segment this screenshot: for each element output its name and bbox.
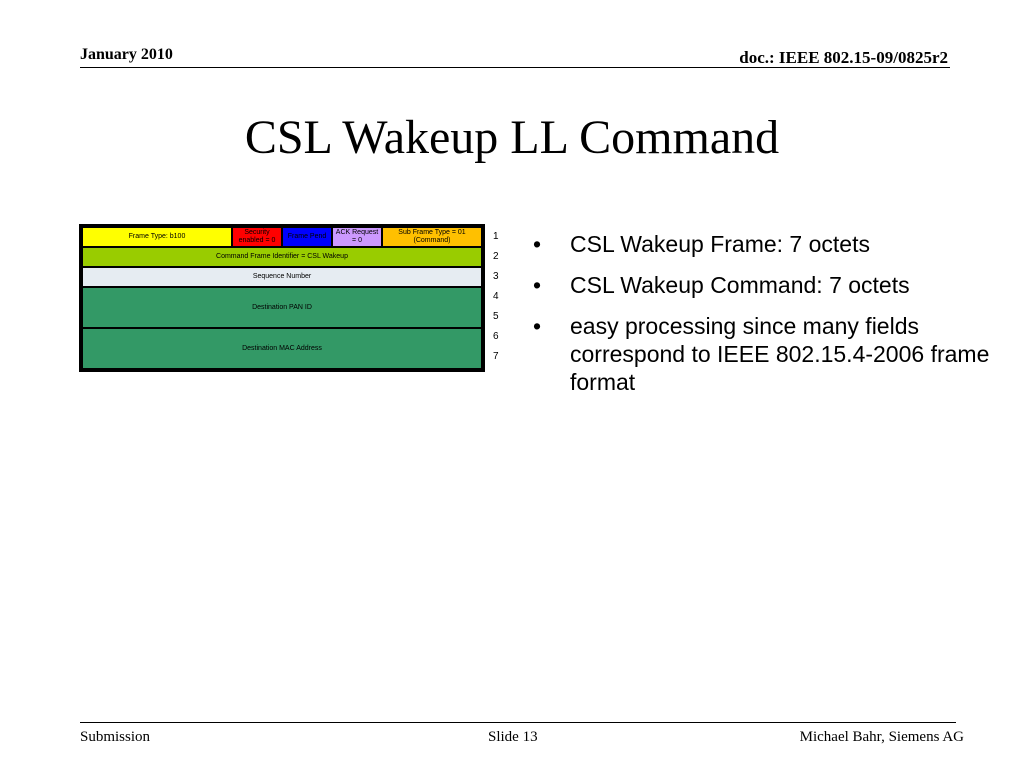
bullet-marker: • bbox=[533, 313, 542, 339]
octet-number: 7 bbox=[493, 351, 499, 362]
bullet-text: CSL Wakeup Command: 7 octets bbox=[570, 272, 910, 298]
destination-pan-id-field: Destination PAN ID bbox=[82, 287, 482, 328]
header-date: January 2010 bbox=[80, 46, 173, 63]
bullet-marker: • bbox=[533, 272, 542, 298]
bullet-item: • CSL Wakeup Command: 7 octets bbox=[533, 271, 1013, 299]
bullet-marker: • bbox=[533, 231, 542, 257]
frame-type-field: Frame Type: b100 bbox=[82, 227, 232, 247]
security-enabled-field: Security enabled = 0 bbox=[232, 227, 282, 247]
header-divider bbox=[80, 67, 950, 68]
frame-format-diagram: Frame Type: b100 Security enabled = 0 Fr… bbox=[79, 224, 485, 372]
sequence-number-field: Sequence Number bbox=[82, 267, 482, 287]
sub-frame-type-field: Sub Frame Type = 01 (Command) bbox=[382, 227, 482, 247]
footer-author: Michael Bahr, Siemens AG bbox=[799, 729, 964, 745]
frame-pending-field: Frame Pend bbox=[282, 227, 332, 247]
ack-request-field: ACK Request = 0 bbox=[332, 227, 382, 247]
octet-number: 4 bbox=[493, 291, 499, 302]
bullet-item: • CSL Wakeup Frame: 7 octets bbox=[533, 230, 1013, 258]
footer-slide-number: Slide 13 bbox=[488, 729, 538, 745]
bullet-item: • easy processing since many fields corr… bbox=[533, 312, 1013, 396]
bullet-text: CSL Wakeup Frame: 7 octets bbox=[570, 231, 870, 257]
octet-number: 3 bbox=[493, 271, 499, 282]
octet-number: 1 bbox=[493, 231, 499, 242]
destination-mac-address-field: Destination MAC Address bbox=[82, 328, 482, 369]
octet-number: 5 bbox=[493, 311, 499, 322]
octet-number: 2 bbox=[493, 251, 499, 262]
command-frame-id-field: Command Frame Identifier = CSL Wakeup bbox=[82, 247, 482, 267]
octet-number: 6 bbox=[493, 331, 499, 342]
slide-title: CSL Wakeup LL Command bbox=[244, 111, 780, 164]
footer-divider bbox=[80, 722, 956, 723]
header-doc-id: doc.: IEEE 802.15-09/0825r2 bbox=[739, 48, 948, 67]
bullet-text: easy processing since many fields corres… bbox=[570, 313, 990, 395]
bullet-list: • CSL Wakeup Frame: 7 octets • CSL Wakeu… bbox=[533, 230, 1013, 409]
footer-submission: Submission bbox=[80, 729, 151, 745]
